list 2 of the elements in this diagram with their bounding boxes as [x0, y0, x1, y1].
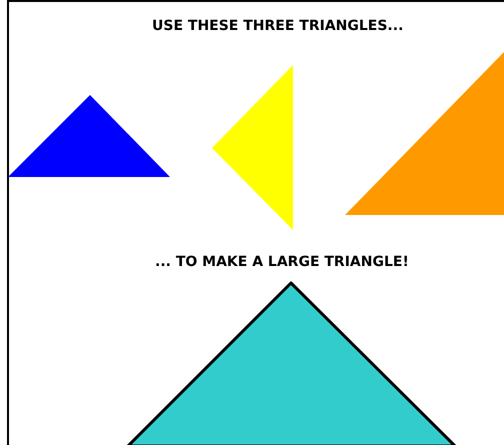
heading-text: ... TO MAKE A LARGE TRIANGLE! [155, 254, 409, 270]
heading-text: USE THESE THREE TRIANGLES... [152, 18, 404, 34]
